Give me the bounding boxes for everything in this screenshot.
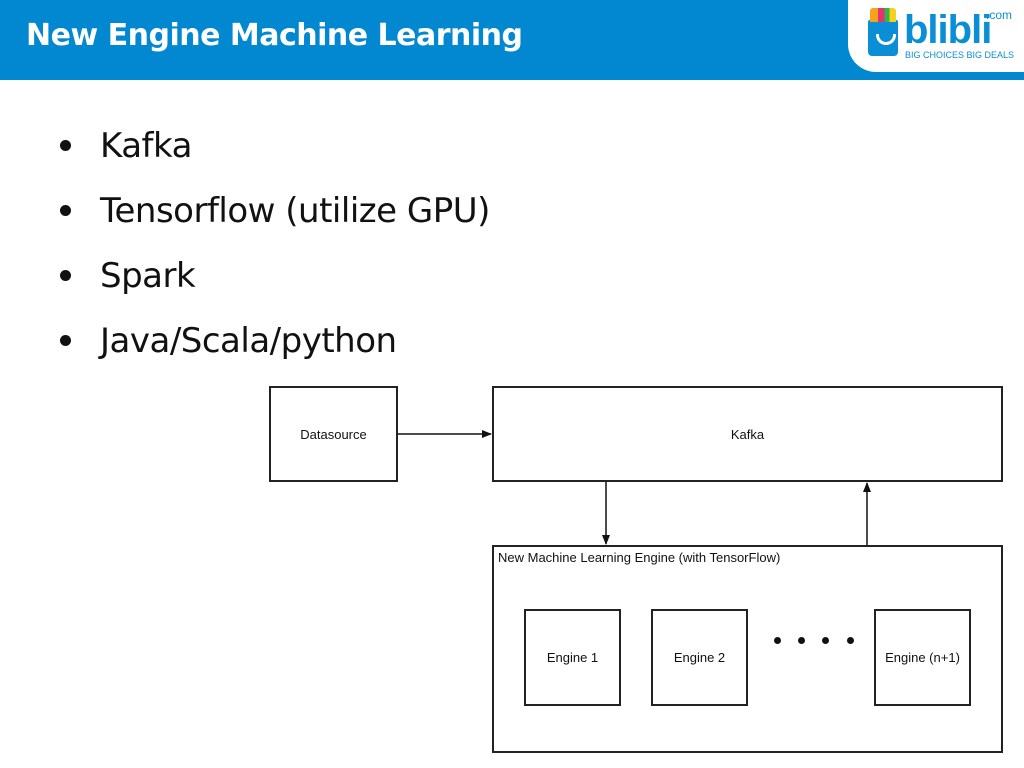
bullet-item: Java/Scala/python: [60, 313, 490, 378]
bullet-icon: [60, 270, 71, 281]
ellipsis-dot-icon: [847, 637, 854, 644]
ellipsis-dot-icon: [822, 637, 829, 644]
bullet-item: Tensorflow (utilize GPU): [60, 183, 490, 248]
engine-label: Engine 2: [673, 650, 726, 665]
datasource-node: Datasource: [269, 386, 398, 482]
smile-icon: [876, 34, 896, 45]
header-bar: New Engine Machine Learning blibli .com …: [0, 0, 1024, 80]
datasource-label: Datasource: [300, 426, 367, 442]
engine-label: Engine (n+1): [885, 650, 960, 665]
bullet-icon: [60, 140, 71, 151]
logo-wordmark: blibli: [904, 8, 992, 52]
shopping-bag-icon: [868, 8, 898, 56]
bullet-text: Kafka: [100, 126, 192, 166]
bullet-text: Spark: [100, 256, 196, 296]
engine-node: Engine 1: [524, 609, 621, 706]
engine-node: Engine 2: [651, 609, 748, 706]
engine-label: Engine 1: [546, 650, 599, 665]
bullet-list: Kafka Tensorflow (utilize GPU) Spark Jav…: [60, 118, 490, 378]
engine-node: Engine (n+1): [874, 609, 971, 706]
gifts-icon: [870, 8, 896, 22]
bullet-item: Kafka: [60, 118, 490, 183]
ellipsis-dot-icon: [774, 637, 781, 644]
bullet-text: Java/Scala/python: [100, 321, 397, 361]
kafka-label: Kafka: [730, 426, 765, 442]
ellipsis-dot-icon: [798, 637, 805, 644]
bullet-icon: [60, 335, 71, 346]
logo-suffix: .com: [986, 8, 1013, 22]
blibli-logo: blibli .com BIG CHOICES BIG DEALS: [848, 0, 1024, 72]
kafka-node: Kafka: [492, 386, 1003, 482]
slide-title: New Engine Machine Learning: [26, 18, 523, 53]
ml-engine-title: New Machine Learning Engine (with Tensor…: [498, 550, 781, 565]
logo-tagline: BIG CHOICES BIG DEALS: [905, 50, 1015, 60]
bullet-item: Spark: [60, 248, 490, 313]
bullet-icon: [60, 205, 71, 216]
bullet-text: Tensorflow (utilize GPU): [100, 191, 490, 231]
